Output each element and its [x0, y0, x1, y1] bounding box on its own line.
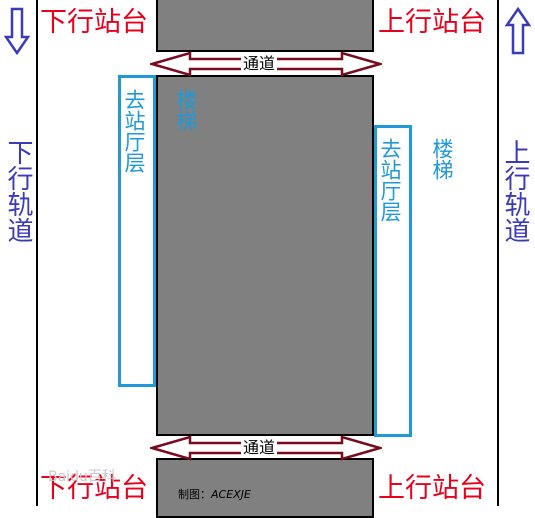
up-platform-label-top: 上行站台: [378, 7, 486, 38]
down-platform-label-top: 下行站台: [40, 7, 148, 38]
watermark: Baidu百科: [48, 469, 116, 485]
left-stairs-label: 楼梯 去站厅层: [122, 89, 198, 173]
credit: 制图：ACEXJE: [178, 486, 251, 502]
right-stairs-box: [374, 125, 412, 437]
credit-author: ACEXJE: [211, 488, 251, 501]
up-direction-icon: [505, 7, 531, 55]
bottom-passage-label: 通道: [241, 438, 278, 457]
up-track-label: 上行轨道: [500, 139, 530, 243]
up-platform-label-bottom: 上行站台: [378, 473, 486, 504]
credit-prefix: 制图：: [178, 488, 211, 501]
up-track-edge-line: [497, 0, 499, 506]
left-stairs-box: [118, 75, 156, 387]
top-passage-label: 通道: [241, 54, 278, 73]
down-track-edge-line: [36, 0, 38, 506]
right-stairs-label: 楼梯 去站厅层: [378, 138, 454, 222]
down-platform-label-bottom: 下行站台: [40, 473, 148, 504]
central-concourse-block: [156, 75, 374, 436]
down-direction-icon: [4, 7, 30, 55]
top-platform-block: [156, 0, 374, 52]
down-track-label: 下行轨道: [3, 139, 33, 243]
